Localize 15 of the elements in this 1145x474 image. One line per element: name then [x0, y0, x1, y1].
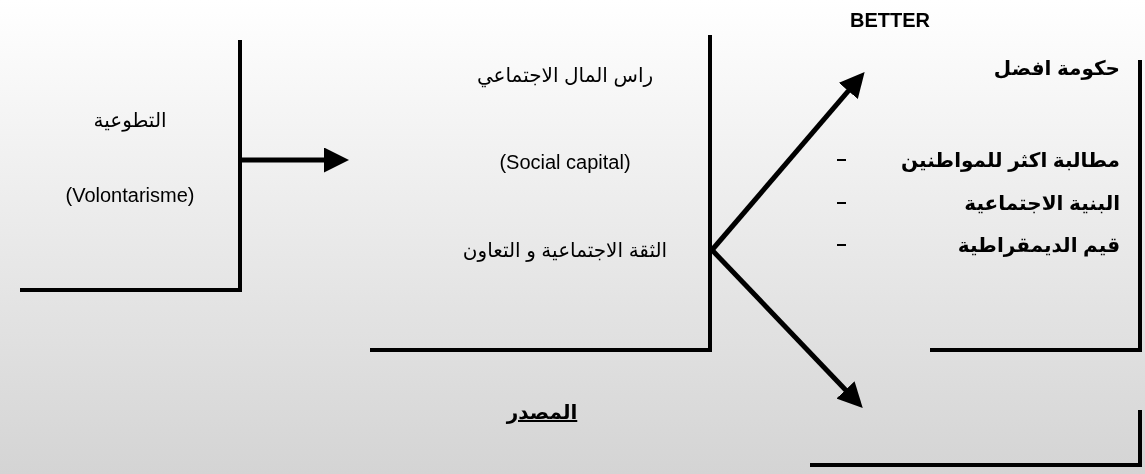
source-label: المصدر — [506, 401, 578, 423]
node-text: البنية الاجتماعية — [964, 192, 1120, 214]
node-text: مطالبة اكثر للمواطنين — [900, 149, 1120, 171]
node-text: قيم الديمقراطية — [957, 234, 1120, 256]
arrow — [710, 71, 865, 252]
bracket-box — [20, 40, 242, 292]
node-text: (Social capital) — [499, 151, 631, 173]
node-text: الثقة الاجتماعية و التعاون — [462, 239, 668, 261]
arrow — [710, 248, 863, 408]
node-text: راس المال الاجتماعي — [476, 64, 654, 86]
node-text: حكومة افضل — [993, 57, 1120, 79]
node-text: (Volontarisme) — [65, 184, 195, 206]
node-text: التطوعية — [93, 109, 167, 131]
node-text: BETTER — [850, 9, 930, 31]
arrow — [242, 147, 349, 173]
